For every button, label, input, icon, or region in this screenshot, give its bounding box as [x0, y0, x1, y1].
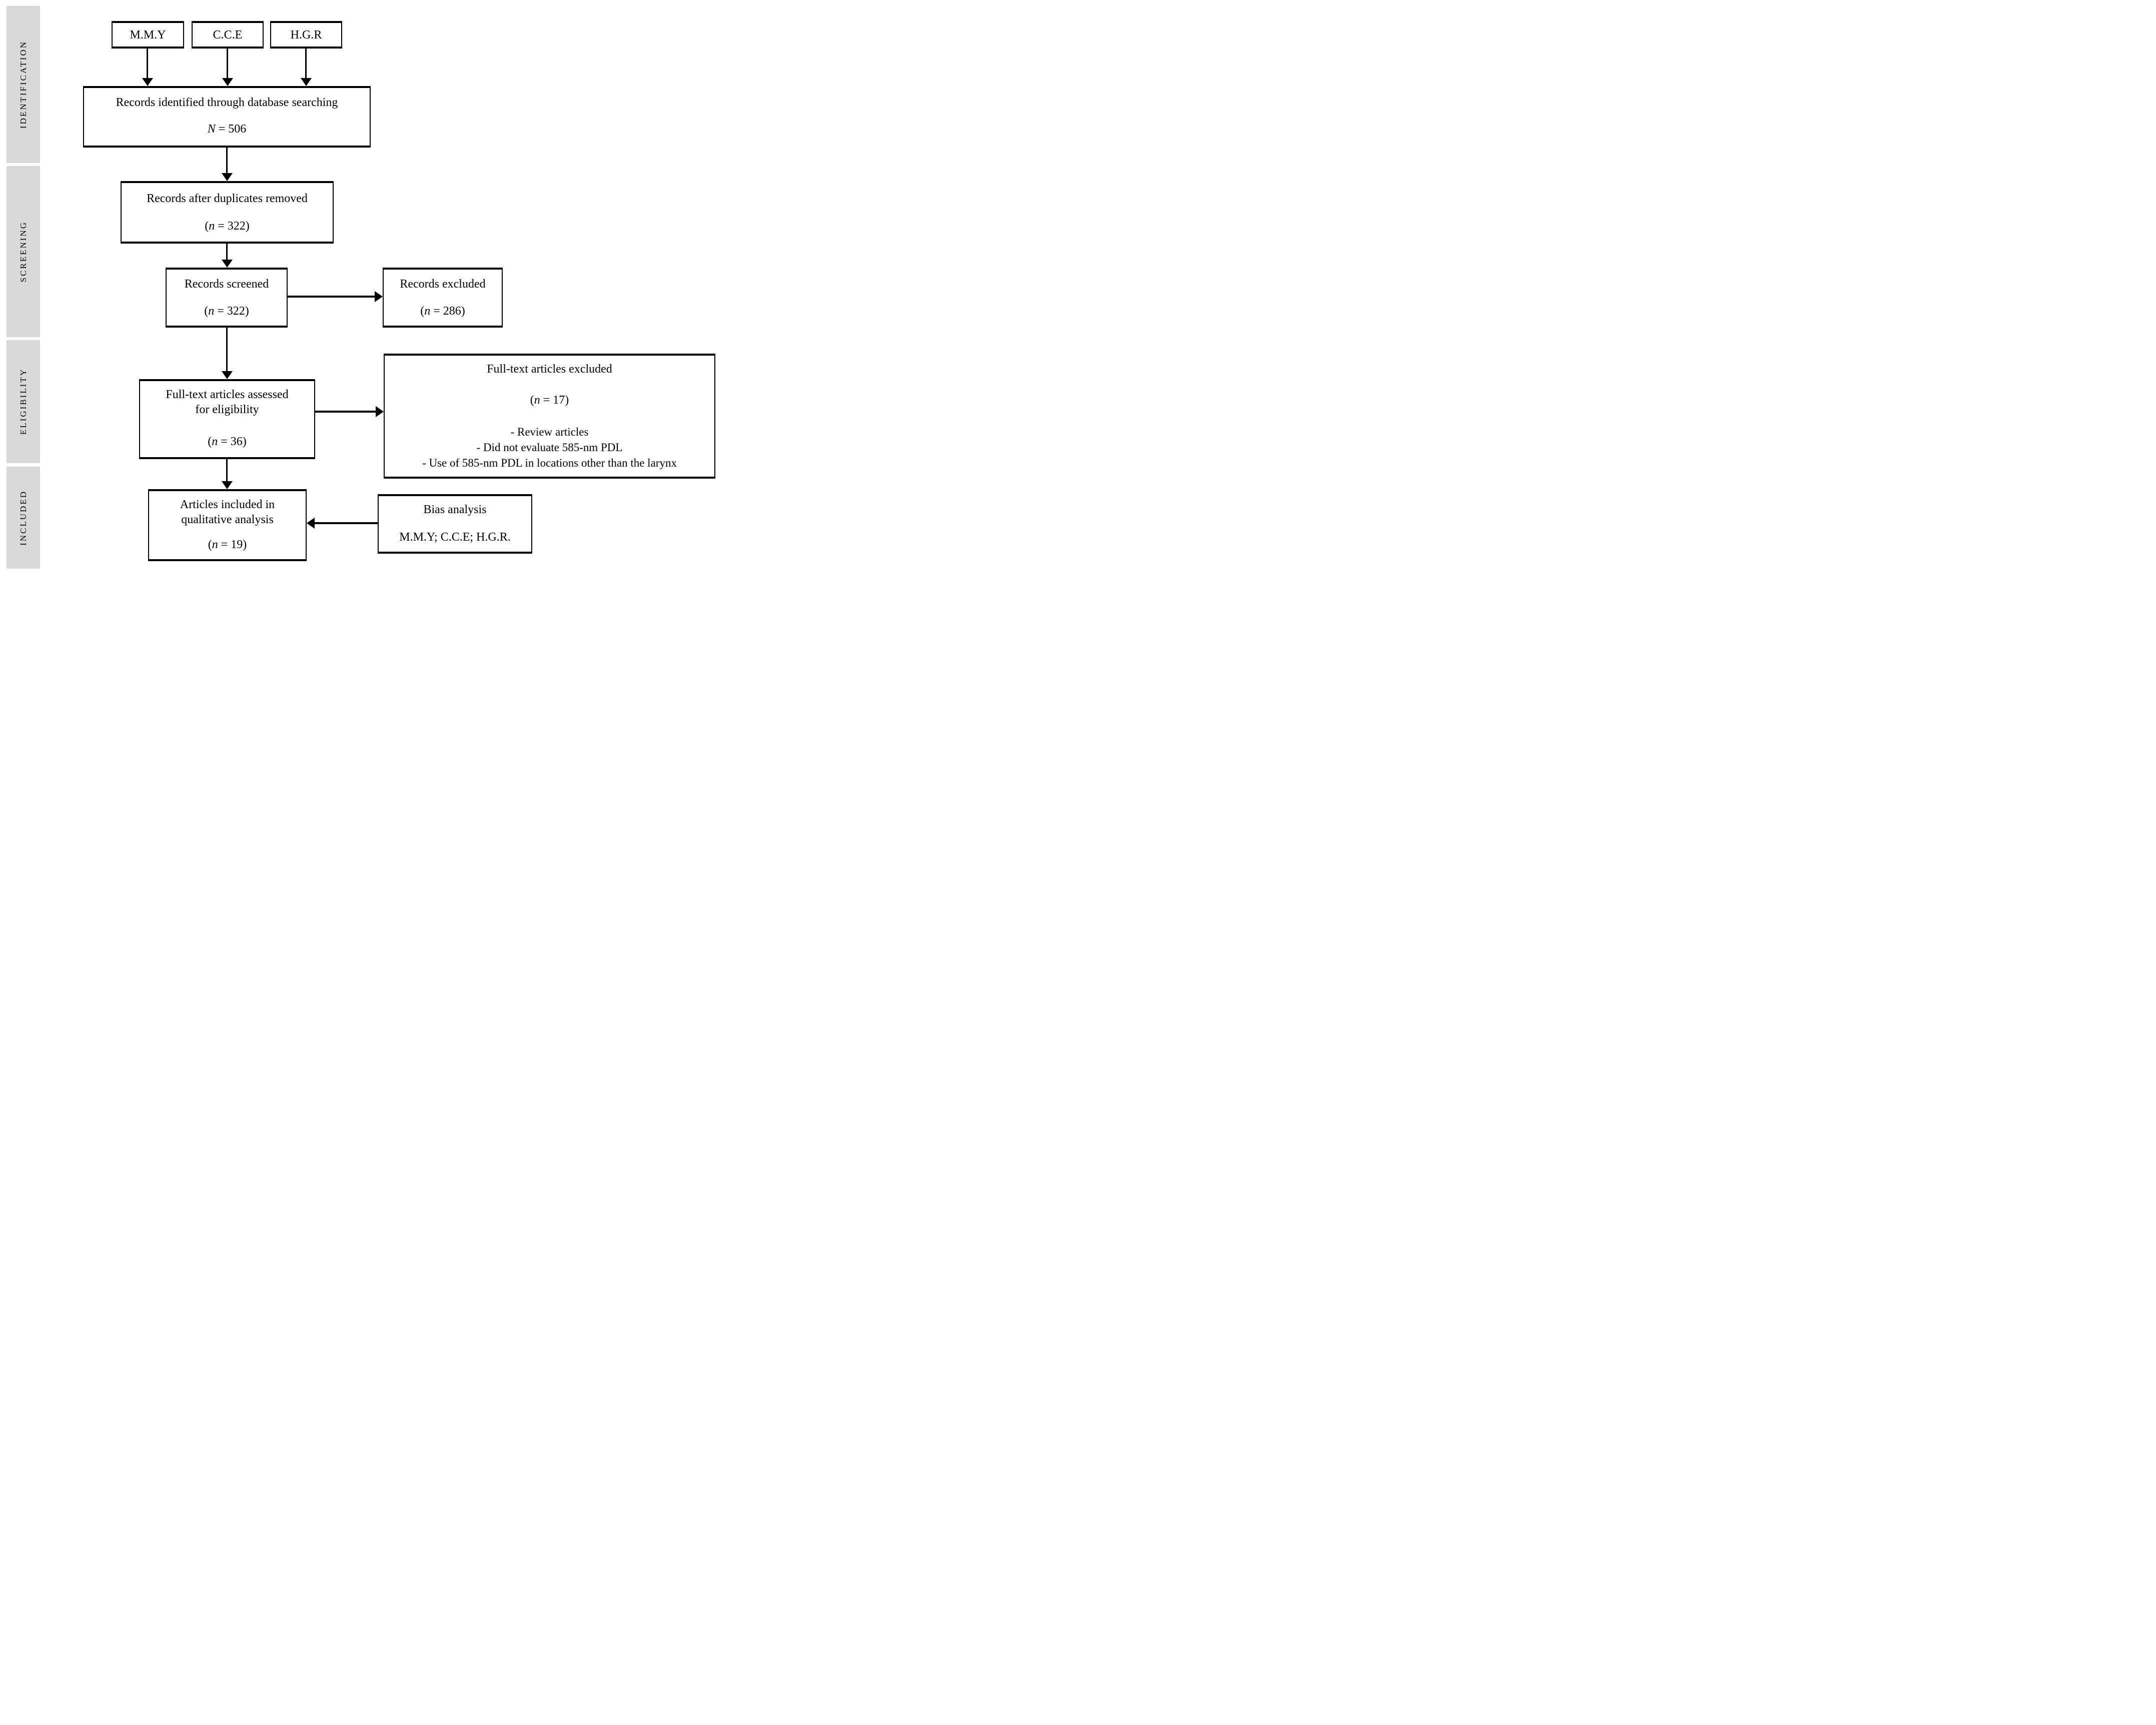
fulltext-excluded-count: (n = 17) [530, 393, 569, 408]
duplicates-removed-title: Records after duplicates removed [147, 192, 308, 205]
records-excluded-count: (n = 286) [420, 304, 465, 319]
fulltext-assessed-count: (n = 36) [208, 434, 247, 449]
arrow-down-icon [222, 260, 233, 268]
articles-included-title: Articles included in qualitative analysi… [180, 497, 275, 527]
count-value: = 36) [218, 435, 247, 448]
exclusion-reason: - Review articles [510, 425, 589, 438]
stage-band-included: INCLUDED [7, 467, 40, 569]
arrow-right-icon [376, 406, 384, 417]
duplicates-removed-count: (n = 322) [205, 219, 250, 234]
count-value: = 322) [214, 305, 249, 318]
box-fulltext-excluded: Full-text articles excluded (n = 17) - R… [384, 354, 715, 479]
arrow-line [227, 49, 228, 78]
box-records-excluded: Records excluded (n = 286) [383, 268, 503, 328]
records-excluded-title: Records excluded [400, 278, 486, 291]
arrow-line [226, 328, 228, 371]
count-variable: N [207, 123, 216, 136]
fulltext-assessed-title: Full-text articles assessed for eligibil… [166, 387, 288, 417]
count-open: ( [530, 394, 534, 407]
box-articles-included: Articles included in qualitative analysi… [148, 489, 307, 561]
arrow-left-icon [307, 518, 315, 529]
arrow-line [288, 296, 375, 298]
bias-analysis-reviewers: M.M.Y; C.C.E; H.G.R. [399, 531, 511, 544]
stage-label-included: INCLUDED [18, 490, 28, 546]
count-variable: n [212, 538, 218, 551]
box-fulltext-assessed: Full-text articles assessed for eligibil… [139, 379, 315, 459]
box-duplicates-removed: Records after duplicates removed (n = 32… [121, 181, 334, 244]
reviewer-box-mmy: M.M.Y [112, 21, 184, 49]
stage-label-screening: SCREENING [18, 221, 28, 283]
arrow-down-icon [222, 371, 233, 379]
arrow-right-icon [375, 291, 383, 302]
box-records-identified: Records identified through database sear… [83, 86, 371, 148]
articles-included-count: (n = 19) [208, 537, 247, 552]
arrow-down-icon [301, 78, 312, 86]
count-variable: n [208, 305, 215, 318]
arrow-line [315, 522, 378, 524]
fulltext-assessed-title-line1: Full-text articles assessed [166, 388, 289, 401]
reviewer-label-cce: C.C.E [213, 28, 243, 42]
arrow-line [226, 244, 228, 261]
arrow-line [305, 49, 307, 78]
count-variable: n [212, 435, 218, 448]
arrow-line [226, 459, 228, 481]
bias-analysis-title: Bias analysis [423, 503, 487, 516]
arrow-line [147, 49, 148, 78]
exclusion-reason: - Use of 585-nm PDL in locations other t… [422, 456, 677, 469]
reviewer-label-mmy: M.M.Y [130, 28, 166, 42]
records-identified-count: N = 506 [208, 122, 247, 137]
arrow-down-icon [222, 481, 233, 489]
count-open: ( [204, 305, 209, 318]
stage-label-identification: IDENTIFICATION [18, 40, 28, 129]
count-variable: n [534, 394, 540, 407]
stage-band-screening: SCREENING [7, 166, 40, 337]
count-value: = 19) [218, 538, 247, 551]
fulltext-excluded-reasons: - Review articles - Did not evaluate 585… [422, 424, 677, 471]
exclusion-reason: - Did not evaluate 585-nm PDL [476, 441, 623, 454]
arrow-line [315, 411, 376, 413]
arrow-down-icon [222, 173, 233, 181]
stage-label-eligibility: ELIGIBILITY [18, 368, 28, 435]
reviewer-label-hgr: H.G.R [290, 28, 322, 42]
count-value: = 17) [540, 394, 569, 407]
arrow-line [226, 148, 228, 173]
count-variable: n [209, 220, 215, 233]
box-bias-analysis: Bias analysis M.M.Y; C.C.E; H.G.R. [378, 494, 532, 554]
fulltext-excluded-title: Full-text articles excluded [487, 363, 612, 376]
fulltext-assessed-title-line2: for eligibility [195, 403, 259, 416]
count-open: ( [205, 220, 209, 233]
records-identified-title: Records identified through database sear… [116, 96, 338, 109]
count-open: ( [420, 305, 425, 318]
arrow-down-icon [142, 78, 153, 86]
stage-band-identification: IDENTIFICATION [7, 6, 40, 163]
box-records-screened: Records screened (n = 322) [166, 268, 288, 328]
reviewer-box-hgr: H.G.R [270, 21, 342, 49]
count-open: ( [208, 435, 212, 448]
stage-band-eligibility: ELIGIBILITY [7, 340, 40, 463]
count-value: = 506 [215, 123, 247, 136]
count-open: ( [208, 538, 212, 551]
count-variable: n [424, 305, 431, 318]
records-screened-count: (n = 322) [204, 304, 249, 319]
articles-included-title-line2: qualitative analysis [181, 513, 274, 526]
arrow-down-icon [222, 78, 233, 86]
articles-included-title-line1: Articles included in [180, 498, 275, 511]
prisma-flow-diagram: IDENTIFICATION SCREENING ELIGIBILITY INC… [0, 0, 719, 575]
count-value: = 286) [430, 305, 465, 318]
count-value: = 322) [215, 220, 250, 233]
reviewer-box-cce: C.C.E [192, 21, 264, 49]
records-screened-title: Records screened [184, 278, 269, 291]
